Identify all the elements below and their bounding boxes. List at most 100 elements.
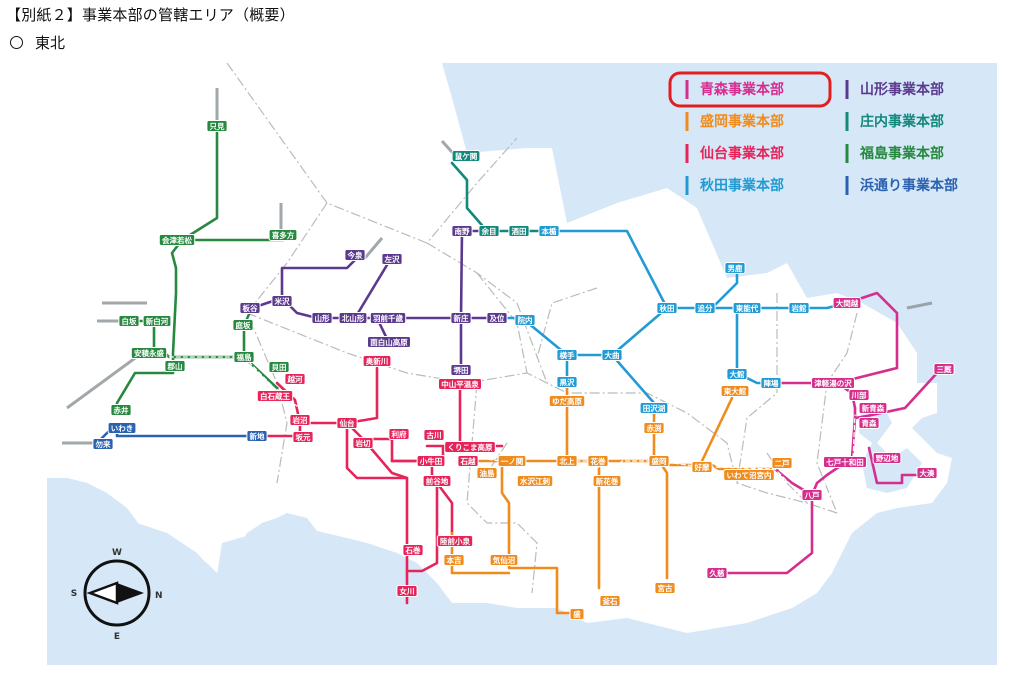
station-yamagata[interactable]: 今泉 [344, 249, 366, 261]
station-morioka[interactable]: 宮古 [654, 582, 676, 594]
station-yamagata[interactable]: 山形 [311, 312, 333, 324]
station-morioka[interactable]: 東大館 [720, 385, 750, 397]
station-sendai[interactable]: 越河 [284, 373, 306, 385]
station-hamadori[interactable]: 勿来 [92, 438, 114, 450]
station-akita[interactable]: 院内 [514, 314, 536, 326]
station-aomori[interactable]: 津軽湯の沢 [811, 377, 855, 389]
station-shonai[interactable]: 鼠ケ関 [451, 150, 481, 162]
station-yamagata[interactable]: 堺田 [450, 364, 472, 376]
station-morioka[interactable]: 赤渕 [643, 422, 665, 434]
station-fukushima[interactable]: 貝田 [268, 361, 290, 373]
station-yamagata[interactable]: 新庄 [450, 312, 472, 324]
station-sendai[interactable]: 坂元 [292, 431, 314, 443]
station-morioka[interactable]: 釜石 [599, 595, 621, 607]
station-morioka[interactable]: ゆだ高原 [548, 395, 586, 407]
station-akita[interactable]: 岩館 [788, 302, 810, 314]
station-aomori[interactable]: 大間越 [832, 297, 862, 309]
station-aomori[interactable]: 三厩 [933, 363, 955, 375]
station-sendai[interactable]: 奥新川 [362, 355, 392, 367]
station-fukushima[interactable]: 白坂 [118, 315, 140, 327]
station-sendai[interactable]: 岩沼 [289, 414, 311, 426]
station-morioka[interactable]: 北上 [556, 455, 578, 467]
station-fukushima[interactable]: 会津若松 [158, 234, 196, 246]
station-morioka[interactable]: 二戸 [771, 457, 793, 469]
station-sendai[interactable]: 前谷地 [422, 475, 452, 487]
station-aomori[interactable]: 川部 [848, 389, 870, 401]
station-akita[interactable]: 大曲 [601, 349, 623, 361]
station-hamadori[interactable]: 新地 [246, 430, 268, 442]
station-sendai[interactable]: 古川 [423, 429, 445, 441]
station-yamagata[interactable]: 左沢 [381, 253, 403, 265]
station-fukushima[interactable]: 庭坂 [232, 319, 254, 331]
station-aomori[interactable]: 八戸 [801, 489, 823, 501]
station-yamagata[interactable]: 羽前千歳 [369, 312, 407, 324]
station-yamagata[interactable]: 米沢 [271, 295, 293, 307]
station-fukushima[interactable]: 赤井 [110, 404, 132, 416]
compass-label-e: E [114, 632, 120, 642]
station-morioka[interactable]: 盛岡 [648, 455, 670, 467]
station-aomori[interactable]: 久慈 [706, 567, 728, 579]
station-morioka[interactable]: 盛 [569, 608, 585, 620]
station-akita[interactable]: 東能代 [732, 302, 762, 314]
station-sendai[interactable]: くりこま高原 [444, 441, 496, 453]
station-label: 気仙沼 [493, 555, 516, 565]
station-sendai[interactable]: 石越 [457, 455, 479, 467]
station-sendai[interactable]: 小牛田 [416, 455, 446, 467]
station-morioka[interactable]: 水沢江刺 [516, 475, 554, 487]
station-sendai[interactable]: 利府 [388, 428, 410, 440]
station-akita[interactable]: 男鹿 [724, 262, 746, 274]
station-sendai[interactable]: 中山平温泉 [438, 378, 482, 390]
station-sendai[interactable]: 石巻 [402, 544, 424, 556]
station-aomori[interactable]: 七戸十和田 [823, 456, 867, 468]
station-akita[interactable]: 黒沢 [556, 376, 578, 388]
station-sendai[interactable]: 岩切 [352, 437, 374, 449]
station-sendai[interactable]: 女川 [396, 585, 418, 597]
station-marker [422, 475, 452, 487]
station-shonai[interactable]: 酒田 [508, 225, 530, 237]
station-marker [271, 295, 293, 307]
station-yamagata[interactable]: 北山形 [338, 312, 368, 324]
station-marker [639, 402, 669, 414]
station-morioka[interactable]: 気仙沼 [489, 554, 519, 566]
station-yamagata[interactable]: 面白山高原 [367, 336, 411, 348]
station-akita[interactable]: 本楯 [538, 225, 560, 237]
station-morioka[interactable]: いわて沼宮内 [723, 469, 775, 481]
station-akita[interactable]: 陣場 [760, 377, 782, 389]
station-fukushima[interactable]: 新白河 [142, 315, 172, 327]
station-label: 南野 [455, 226, 470, 236]
station-akita[interactable]: 横手 [556, 349, 578, 361]
station-fukushima[interactable]: 福島 [233, 351, 255, 363]
station-aomori[interactable]: 新青森 [858, 402, 888, 414]
station-label: 奥新川 [365, 356, 389, 366]
station-hamadori[interactable]: いわき [107, 422, 137, 434]
station-fukushima[interactable]: 喜多方 [268, 229, 298, 241]
station-sendai[interactable]: 陸前小泉 [436, 535, 474, 547]
station-aomori[interactable]: 青森 [858, 417, 880, 429]
station-marker [381, 253, 403, 265]
station-label: 及位 [490, 313, 505, 323]
station-label: 福島 [236, 352, 252, 362]
station-fukushima[interactable]: 安積永盛 [130, 347, 168, 359]
station-shonai[interactable]: 余目 [478, 225, 500, 237]
station-akita[interactable]: 秋田 [656, 302, 678, 314]
station-morioka[interactable]: 本吉 [443, 554, 465, 566]
station-aomori[interactable]: 野辺地 [872, 452, 902, 464]
station-sendai[interactable]: 白石蔵王 [256, 390, 294, 402]
station-morioka[interactable]: 好摩 [691, 461, 713, 473]
station-sendai[interactable]: 仙台 [336, 417, 358, 429]
station-akita[interactable]: 田沢湖 [639, 402, 669, 414]
station-fukushima[interactable]: 只見 [206, 120, 228, 132]
station-morioka[interactable]: 新花巻 [592, 475, 622, 487]
station-morioka[interactable]: 一ノ関 [497, 455, 527, 467]
station-akita[interactable]: 大館 [726, 368, 748, 380]
station-aomori[interactable]: 大湊 [916, 467, 938, 479]
station-yamagata[interactable]: 及位 [486, 312, 508, 324]
station-yamagata[interactable]: 南野 [451, 225, 473, 237]
legend-label: 山形事業本部 [860, 81, 944, 98]
station-morioka[interactable]: 花巻 [587, 455, 609, 467]
station-morioka[interactable]: 油島 [476, 467, 498, 479]
station-akita[interactable]: 追分 [694, 302, 716, 314]
station-yamagata[interactable]: 板谷 [239, 302, 261, 314]
station-fukushima[interactable]: 郡山 [164, 360, 186, 372]
station-marker [497, 455, 527, 467]
